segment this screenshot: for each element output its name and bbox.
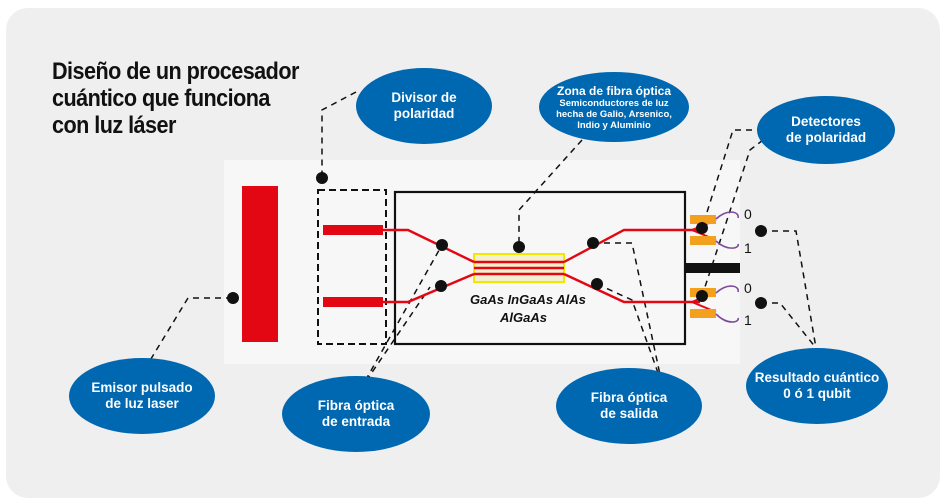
- leader-detectores-bottom: [701, 139, 764, 297]
- detector-top-upper: [690, 215, 716, 224]
- input-stub-top: [323, 225, 383, 235]
- salida-line-1: Fibra óptica: [590, 390, 668, 405]
- input-stub-bottom: [323, 297, 383, 307]
- laser-emitter: [242, 186, 278, 342]
- leader-entrada-1: [359, 244, 443, 391]
- bit-top-one: 1: [744, 240, 752, 256]
- dot-entrada-top: [436, 239, 448, 251]
- leader-salida-1: [593, 242, 663, 385]
- leader-salida-2: [596, 283, 663, 385]
- dot-salida-bottom: [591, 278, 603, 290]
- title-line-3: con luz láser: [52, 112, 176, 139]
- detector-top-lower: [690, 236, 716, 245]
- bit-bottom-one: 1: [744, 312, 752, 328]
- divisor-line-1: Divisor de: [391, 90, 457, 105]
- dot-result-top: [755, 225, 767, 237]
- loop-top-zero: [715, 211, 739, 220]
- loop-bottom-zero: [715, 285, 739, 294]
- dot-entrada-bottom: [435, 280, 447, 292]
- processor-chip: [393, 190, 687, 346]
- salida-line-2: de salida: [600, 406, 658, 421]
- dot-salida-top: [587, 237, 599, 249]
- material-line-1: GaAs InGaAs AlAs: [470, 292, 586, 307]
- zona-line-3: Indio y Aluminio: [577, 119, 651, 131]
- bubble-divisor: Divisor de polaridad: [356, 68, 492, 144]
- material-line-2: AlGaAs: [500, 310, 547, 325]
- entrada-line-2: de entrada: [321, 414, 391, 429]
- dot-detector-top: [696, 222, 708, 234]
- zona-heading: Zona de fibra óptica: [556, 83, 671, 98]
- emisor-line-2: de luz laser: [105, 396, 179, 411]
- output-bar: [686, 263, 740, 273]
- emisor-line-1: Emisor pulsado: [91, 380, 193, 395]
- bit-top-zero: 0: [744, 206, 752, 222]
- detector-bottom-lower: [690, 309, 716, 318]
- bit-bottom-zero: 0: [744, 280, 752, 296]
- leader-resultado-1: [761, 230, 817, 349]
- dot-waveguide: [513, 241, 525, 253]
- bubble-salida: Fibra óptica de salida: [556, 368, 702, 444]
- dot-divisor: [316, 172, 328, 184]
- dot-result-bottom: [755, 297, 767, 309]
- resultado-line-1: Resultado cuántico: [754, 370, 880, 385]
- page-title: Diseño de un procesador cuántico que fun…: [52, 58, 322, 139]
- fiber-in-top: [383, 228, 475, 264]
- divisor-line-2: polaridad: [393, 106, 455, 121]
- title-line-1: Diseño de un procesador: [52, 58, 299, 85]
- title-line-2: cuántico que funciona: [52, 85, 270, 112]
- loop-bottom-one: [715, 313, 739, 323]
- bubble-emisor: Emisor pulsado de luz laser: [69, 358, 215, 434]
- leader-divisor: [321, 91, 357, 178]
- divisor-box: [317, 189, 387, 345]
- zona-line-2: hecha de Galio, Arsenico,: [556, 108, 672, 120]
- leader-resultado-2: [761, 302, 817, 349]
- resultado-line-2: 0 ó 1 qubit: [783, 386, 851, 401]
- detectores-line-2: de polaridad: [785, 130, 867, 145]
- bubble-resultado: Resultado cuántico 0 ó 1 qubit: [746, 348, 888, 424]
- fiber-in-bottom: [383, 272, 475, 304]
- dot-detector-bottom: [696, 290, 708, 302]
- leader-entrada-2: [359, 286, 431, 391]
- detectores-line-1: Detectores: [791, 114, 861, 129]
- leader-emisor: [142, 297, 232, 373]
- bubble-zona: Zona de fibra óptica Semiconductores de …: [539, 72, 689, 142]
- loop-top-one: [715, 240, 739, 249]
- bubble-entrada: Fibra óptica de entrada: [282, 376, 430, 452]
- zona-line-1: Semiconductores de luz: [559, 97, 669, 109]
- dot-emitter: [227, 292, 239, 304]
- entrada-line-1: Fibra óptica: [317, 398, 395, 413]
- bubble-detectores: Detectores de polaridad: [757, 96, 895, 164]
